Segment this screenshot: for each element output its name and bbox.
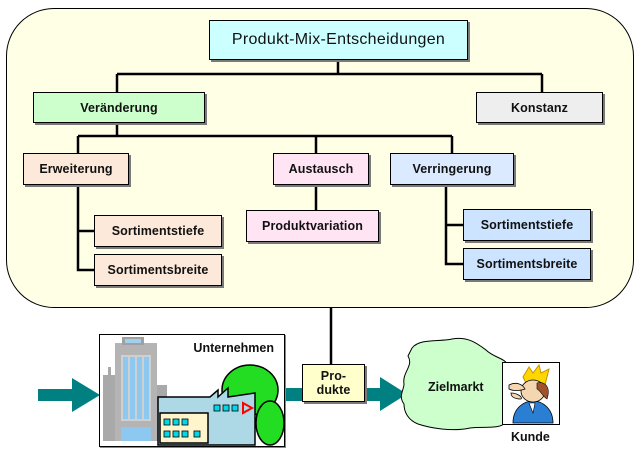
arrow-input bbox=[38, 378, 100, 412]
node-produktvariation: Produktvariation bbox=[246, 210, 379, 242]
customer-label: Kunde bbox=[511, 430, 550, 444]
node-label: Erweiterung bbox=[39, 162, 113, 176]
node-erweiterung-sortimentsbreite: Sortimentsbreite bbox=[94, 254, 222, 286]
node-verringerung: Verringerung bbox=[390, 153, 514, 185]
company-label: Unternehmen bbox=[193, 341, 274, 355]
products-label-line2: dukte bbox=[316, 383, 351, 397]
root-node: Produkt-Mix-Entscheidungen bbox=[209, 20, 468, 60]
node-label: Veränderung bbox=[80, 100, 158, 115]
node-veraenderung: Veränderung bbox=[33, 92, 205, 123]
office-tower-icon bbox=[103, 337, 167, 441]
arrows bbox=[38, 377, 407, 412]
node-label: Verringerung bbox=[412, 162, 492, 176]
customer-king-icon bbox=[508, 363, 554, 424]
connector-erweiterung-breite bbox=[76, 185, 94, 272]
node-verringerung-sortimentsbreite: Sortimentsbreite bbox=[463, 248, 591, 280]
node-label: Produktvariation bbox=[262, 219, 363, 233]
company-box: Unternehmen bbox=[99, 334, 285, 447]
node-label: Sortimentsbreite bbox=[476, 257, 578, 271]
node-label: Sortimentsbreite bbox=[107, 263, 209, 277]
connector-verringerung-breite bbox=[444, 185, 463, 266]
node-erweiterung-sortimentstiefe: Sortimentstiefe bbox=[94, 215, 222, 247]
market-label: Zielmarkt bbox=[428, 380, 484, 394]
products-label-line1: Pro- bbox=[320, 369, 347, 383]
node-austausch: Austausch bbox=[273, 153, 369, 185]
node-label: Sortimentstiefe bbox=[111, 224, 205, 238]
node-erweiterung: Erweiterung bbox=[23, 153, 129, 185]
node-verringerung-sortimentstiefe: Sortimentstiefe bbox=[463, 209, 591, 241]
target-market-shape bbox=[400, 337, 509, 431]
node-konstanz: Konstanz bbox=[476, 92, 603, 123]
root-label: Produkt-Mix-Entscheidungen bbox=[231, 31, 446, 48]
customer-box bbox=[502, 362, 560, 425]
products-node: Pro- dukte bbox=[302, 364, 365, 402]
factory-icon bbox=[157, 386, 256, 446]
arrow-products-to-market bbox=[365, 377, 407, 411]
arrow-company-to-products bbox=[285, 388, 302, 401]
node-label: Austausch bbox=[288, 162, 354, 176]
node-label: Konstanz bbox=[510, 100, 569, 115]
node-label: Sortimentstiefe bbox=[480, 218, 574, 232]
company-illustration bbox=[103, 337, 284, 446]
